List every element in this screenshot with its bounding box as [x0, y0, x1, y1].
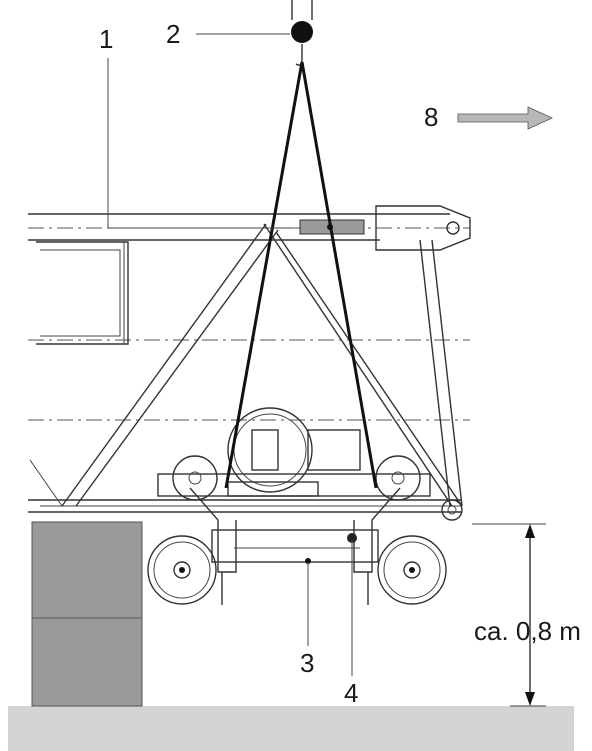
lower-carriage [147, 487, 447, 605]
label-1: 1 [99, 24, 113, 54]
sling-ropes [224, 61, 378, 489]
support-block [31, 521, 143, 707]
trolley-frame [157, 407, 431, 501]
label-2: 2 [166, 19, 180, 49]
label-3: 3 [300, 648, 314, 678]
label-4: 4 [344, 678, 358, 708]
height-dimension [472, 523, 546, 707]
crane-hook [291, 0, 313, 66]
label-8: 8 [424, 102, 438, 132]
direction-arrow [457, 106, 553, 130]
height-label: ca. 0,8 m [474, 616, 581, 646]
ground-slab [8, 706, 574, 751]
